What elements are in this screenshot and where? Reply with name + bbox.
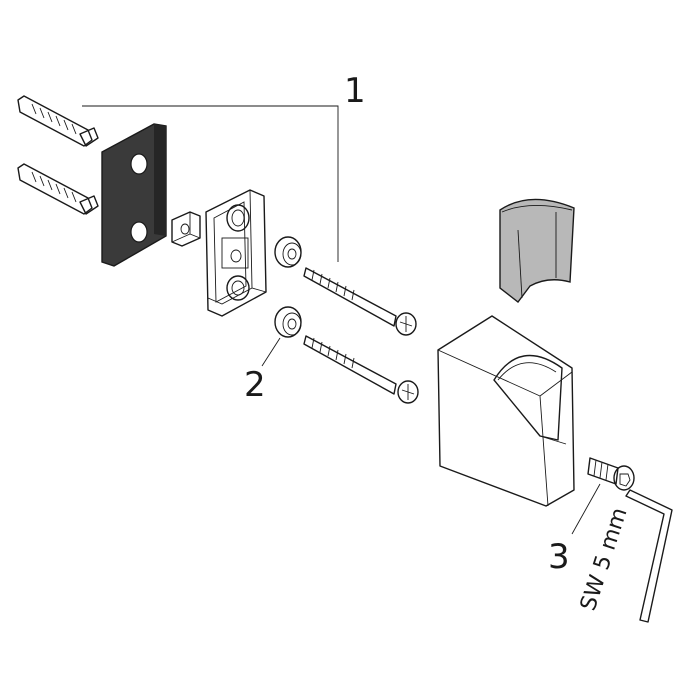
wall-plug-lower	[17, 163, 99, 215]
wood-screw-lower	[303, 335, 419, 404]
callout-2-leader	[261, 337, 281, 367]
callout-1-leader	[82, 105, 339, 262]
washer-upper	[274, 236, 302, 268]
plate-hole-upper	[130, 153, 148, 175]
washer-lower	[274, 306, 302, 338]
square-nut	[171, 211, 201, 247]
wall-bracket	[205, 189, 267, 317]
hex-key-wrench	[625, 489, 673, 623]
callout-3-leader	[571, 483, 601, 535]
wrench-size-label: SW 5 mm	[576, 505, 633, 614]
wall-plug-upper	[17, 95, 99, 147]
set-screw	[587, 457, 635, 491]
callout-1-label: 1	[344, 71, 366, 111]
plate-hole-lower	[130, 221, 148, 243]
dark-mounting-plate	[101, 123, 167, 267]
callout-3-label: 3	[548, 537, 570, 577]
wood-screw-upper	[303, 267, 417, 336]
hand-shower-holder	[437, 315, 575, 507]
sleeve-insert	[499, 198, 575, 303]
callout-2-label: 2	[244, 365, 266, 405]
